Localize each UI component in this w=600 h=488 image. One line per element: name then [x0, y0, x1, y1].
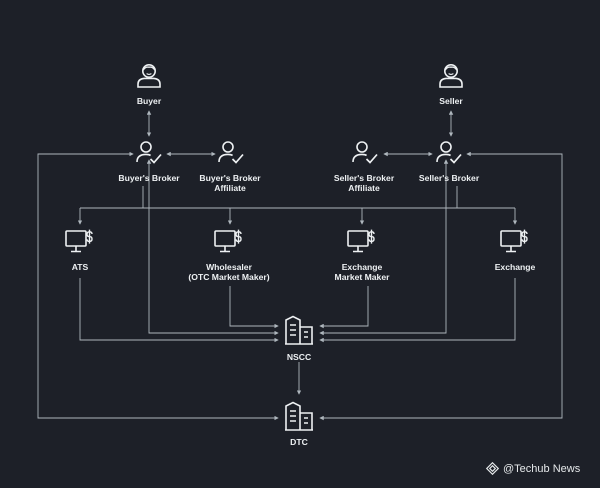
nscc-label: NSCC: [286, 352, 312, 362]
dtc-building-icon: [284, 401, 314, 431]
sellers-broker-check-icon: [436, 141, 462, 164]
buyers-broker-label: Buyer's Broker: [118, 173, 180, 183]
wholesaler-monitor-dollar-icon: [214, 228, 242, 253]
buyers-broker-check-icon: [136, 141, 162, 164]
seller-label: Seller: [439, 96, 463, 106]
sellers-broker-affiliate-label: Seller's Broker Affiliate: [333, 173, 395, 193]
ats-label: ATS: [71, 262, 89, 272]
techub-logo-icon: [486, 462, 499, 475]
watermark-text: @Techub News: [503, 462, 581, 475]
seller-person-icon: [439, 64, 463, 88]
exchange-market-maker-monitor-dollar-icon: [347, 228, 375, 253]
buyer-label: Buyer: [136, 96, 162, 106]
buyers-broker-affiliate-label: Buyer's Broker Affiliate: [199, 173, 261, 193]
exchange-monitor-dollar-icon: [500, 228, 528, 253]
exchange-label: Exchange: [494, 262, 536, 272]
sellers-broker-affiliate-check-icon: [352, 141, 378, 164]
dtc-label: DTC: [290, 437, 308, 447]
wholesaler-label: Wholesaler (OTC Market Maker): [188, 262, 270, 282]
sellers-broker-label: Seller's Broker: [418, 173, 480, 183]
nscc-building-icon: [284, 315, 314, 345]
watermark: @Techub News: [486, 462, 580, 475]
exchange-market-maker-label: Exchange Market Maker: [334, 262, 390, 282]
buyers-broker-affiliate-check-icon: [218, 141, 244, 164]
buyer-person-icon: [137, 64, 161, 88]
ats-monitor-dollar-icon: [65, 228, 93, 253]
